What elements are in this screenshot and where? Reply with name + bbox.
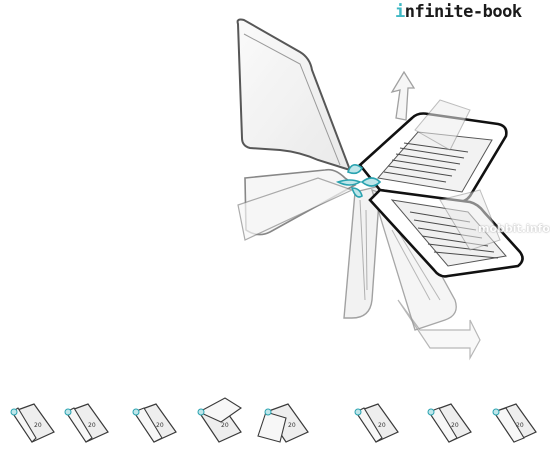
frame-page-label: 20 bbox=[288, 422, 296, 429]
brand-title-accent: i bbox=[395, 2, 405, 22]
frame-page-label: 20 bbox=[221, 422, 229, 429]
curved-arrow-icon bbox=[390, 70, 416, 121]
ribbon-icon bbox=[354, 408, 362, 416]
sequence-frame: 20 bbox=[197, 397, 242, 443]
ribbon-icon bbox=[64, 408, 72, 416]
brand-title-rest: nfinite-book bbox=[404, 2, 522, 22]
frame-page-label: 20 bbox=[88, 422, 96, 429]
sequence-frame: 20 bbox=[257, 403, 309, 443]
ribbon-spine-icon bbox=[335, 164, 382, 198]
sequence-frame: 20 bbox=[64, 403, 109, 443]
sequence-frame: 20 bbox=[427, 403, 472, 443]
sequence-frame: 20 bbox=[10, 403, 55, 443]
ribbon-icon bbox=[427, 408, 435, 416]
sequence-frame: 20 bbox=[132, 403, 177, 443]
ribbon-icon bbox=[10, 408, 18, 416]
frame-page-label: 20 bbox=[34, 422, 42, 429]
frame-page-label: 20 bbox=[156, 422, 164, 429]
sequence-frame: 20 bbox=[354, 403, 399, 443]
watermark: mobbit.info bbox=[478, 222, 550, 235]
ribbon-icon bbox=[132, 408, 140, 416]
frame-page-label: 20 bbox=[451, 422, 459, 429]
frame-page-label: 20 bbox=[378, 422, 386, 429]
frame-page-label: 20 bbox=[516, 422, 524, 429]
sequence-frame: 20 bbox=[492, 403, 537, 443]
ribbon-icon bbox=[492, 408, 500, 416]
frame-sequence: 20 20 20 20 20 20 20 20 bbox=[10, 397, 537, 443]
ribbon-icon bbox=[264, 408, 272, 416]
ribbon-icon bbox=[197, 408, 205, 416]
brand-title: infinite-book bbox=[395, 2, 545, 24]
page-large-top bbox=[236, 18, 352, 172]
page-lower-left bbox=[343, 185, 381, 319]
